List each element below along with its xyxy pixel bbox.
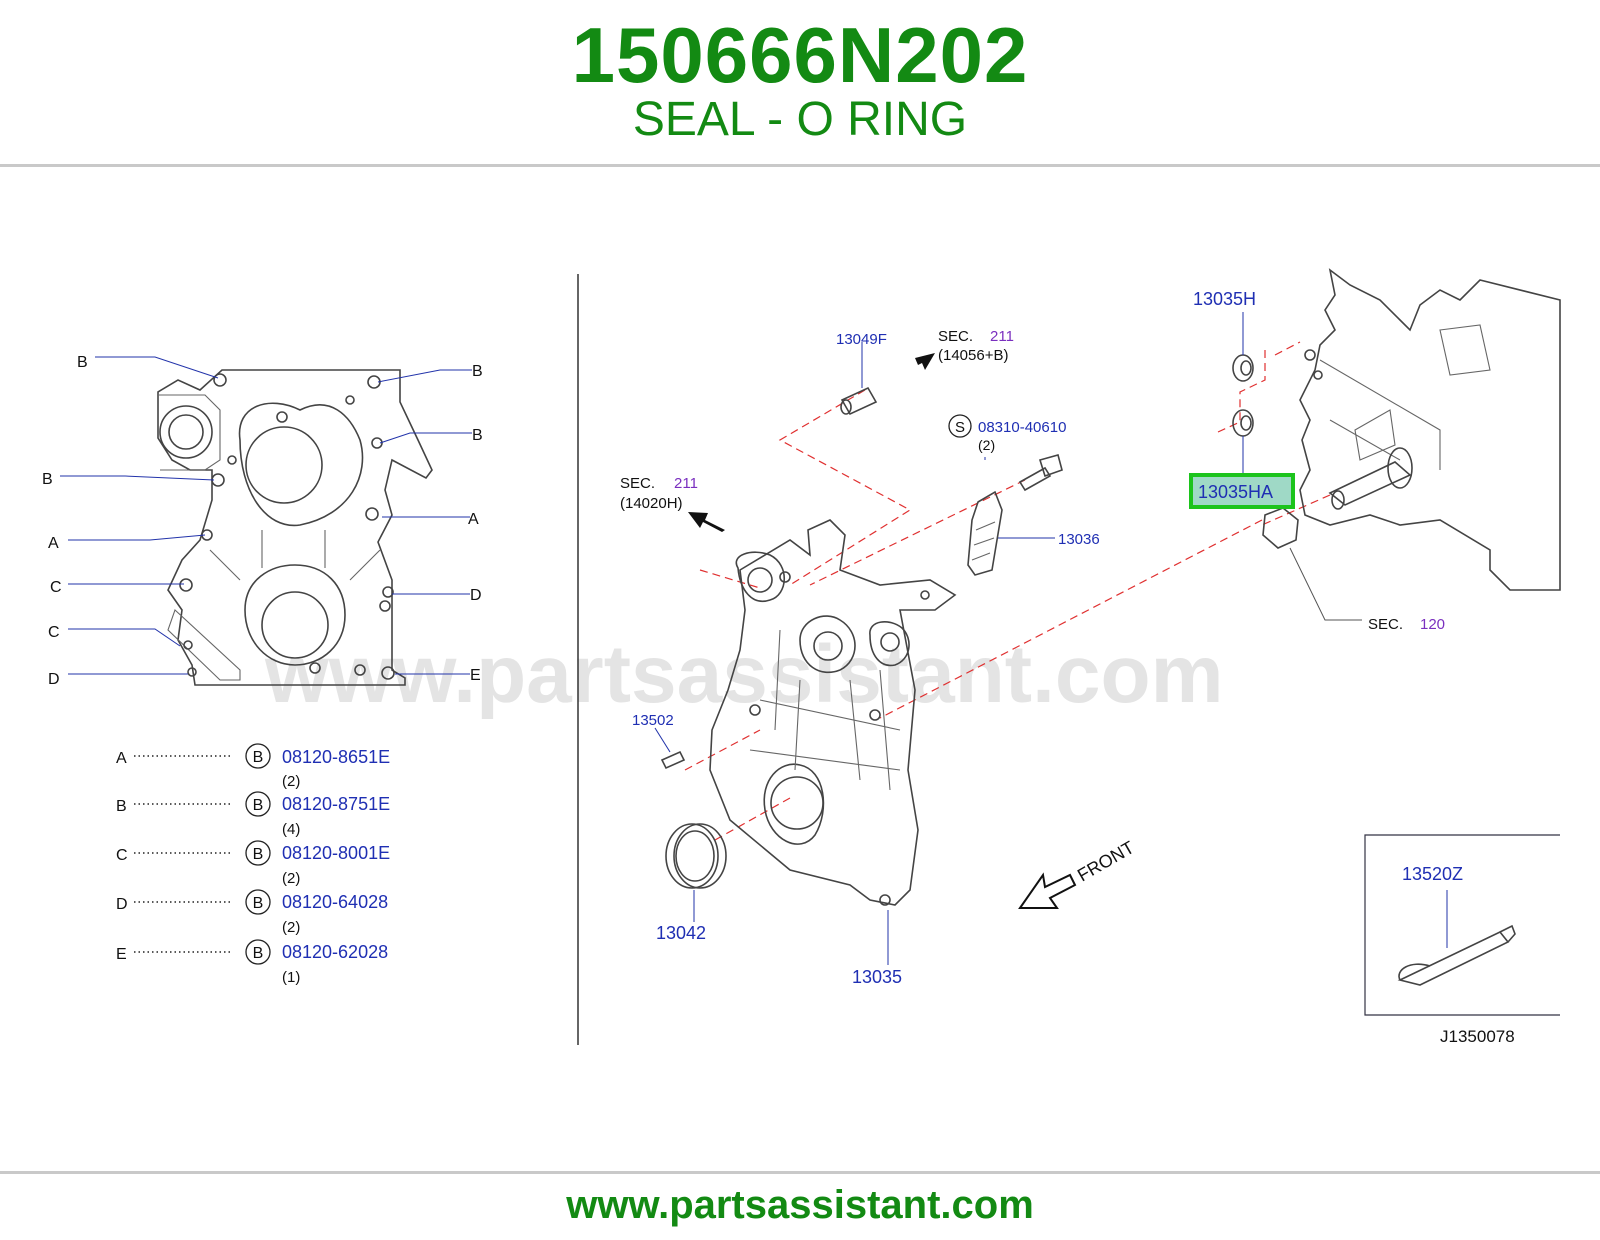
part-number: 150666N202	[571, 11, 1029, 99]
label-a-1: A	[468, 511, 479, 528]
bolt-letter: E	[116, 946, 127, 963]
bolt-part-number[interactable]: 08120-64028	[282, 892, 388, 912]
engine-block	[1299, 268, 1561, 591]
label-d-2: D	[48, 671, 60, 688]
label-b-1: B	[77, 354, 88, 371]
label-c-2: C	[48, 624, 60, 641]
sprocket-sec120	[1262, 507, 1362, 621]
inset-box-13520z	[1364, 834, 1560, 1016]
label-13036[interactable]: 13036	[1058, 531, 1100, 548]
bolt-symbol: B	[253, 945, 264, 962]
label-c-1: C	[50, 579, 62, 596]
bolt-letter: A	[116, 750, 127, 767]
main-panel: 13049F SEC. 211 (14056+B) S 08310-40610 …	[620, 268, 1561, 1046]
bolt-table: A B 08120-8651E (2) B B 08120-8751E (4) …	[116, 743, 390, 986]
label-13502[interactable]: 13502	[632, 712, 674, 729]
pin-13049f	[840, 342, 878, 416]
bolt-part-number[interactable]: 08120-8001E	[282, 843, 390, 863]
assembly-lines	[684, 341, 1331, 841]
label-sec-120-num[interactable]: 120	[1420, 616, 1445, 633]
bolt-qty: (1)	[282, 969, 300, 986]
label-sec-211-b: SEC.	[620, 475, 655, 492]
label-sec-211-b-num[interactable]: 211	[674, 475, 698, 492]
washer-13035h	[1232, 312, 1254, 382]
bolt-qty: (2)	[282, 773, 300, 790]
bolt-part-number[interactable]: 08120-8751E	[282, 794, 390, 814]
oring-13035ha	[1232, 409, 1254, 475]
footer-divider	[0, 1171, 1600, 1174]
label-d-1: D	[470, 587, 482, 604]
bolt-letter: C	[116, 847, 128, 864]
label-08310-40610[interactable]: 08310-40610	[978, 419, 1066, 436]
part-name: SEAL - O RING	[632, 93, 968, 146]
s-symbol-circle	[948, 414, 972, 438]
bolt-row: C B 08120-8001E (2)	[116, 840, 390, 887]
parts-diagram: www.partsassistant.com	[42, 268, 1561, 1046]
footer-url[interactable]: www.partsassistant.com	[566, 1183, 1034, 1227]
bolt-symbol: B	[253, 846, 264, 863]
bolt-08310	[984, 454, 1063, 492]
label-front: FRONT	[1074, 837, 1138, 885]
s-symbol: S	[955, 419, 965, 436]
bolt-part-number[interactable]: 08120-8651E	[282, 747, 390, 767]
header-divider	[0, 164, 1600, 167]
bolt-row: B B 08120-8751E (4)	[116, 791, 390, 838]
label-a-2: A	[48, 535, 59, 552]
bolt-part-number[interactable]: 08120-62028	[282, 942, 388, 962]
label-sec-211-a: SEC.	[938, 328, 973, 345]
oil-seal-13042	[665, 823, 727, 922]
label-b-4: B	[42, 471, 53, 488]
dowel-13502	[654, 727, 686, 770]
label-13035[interactable]: 13035	[852, 967, 902, 987]
label-13035ha[interactable]: 13035HA	[1198, 482, 1273, 502]
bolt-letter: B	[116, 798, 127, 815]
bolt-row: A B 08120-8651E (2)	[116, 743, 390, 790]
arrow-sec211-up	[898, 353, 935, 375]
bolt-qty: (4)	[282, 821, 300, 838]
label-13520z[interactable]: 13520Z	[1402, 864, 1463, 884]
label-sec-211-a-ref: (14056+B)	[938, 347, 1008, 364]
front-arrow	[1018, 872, 1077, 909]
label-sec-211-b-ref: (14020H)	[620, 495, 683, 512]
bolt-qty: (2)	[282, 870, 300, 887]
bolt-symbol: B	[253, 895, 264, 912]
label-13035h[interactable]: 13035H	[1193, 289, 1256, 309]
arrow-sec211-left	[688, 512, 725, 532]
label-08310-qty: (2)	[978, 437, 995, 453]
label-b-3: B	[472, 427, 483, 444]
bolt-symbol: B	[253, 749, 264, 766]
bolt-row: D B 08120-64028 (2)	[116, 889, 388, 936]
bracket-13036	[967, 490, 1055, 576]
left-panel: B B B B A A C D C D E A B 08120-8651E (2…	[42, 354, 483, 986]
highlight-box-13035ha	[1189, 473, 1295, 509]
label-13049f[interactable]: 13049F	[836, 331, 887, 348]
bolt-letter: D	[116, 896, 128, 913]
bolt-symbol: B	[253, 797, 264, 814]
label-sec-211-a-num[interactable]: 211	[990, 328, 1014, 345]
timing-cover-13035	[709, 519, 957, 906]
timing-cover-front-view	[157, 369, 433, 686]
bolt-row: E B 08120-62028 (1)	[116, 939, 388, 986]
page-header: 150666N202 SEAL - O RING	[0, 0, 1600, 170]
left-leader-lines	[60, 356, 472, 675]
label-13042[interactable]: 13042	[656, 923, 706, 943]
label-b-2: B	[472, 363, 483, 380]
label-sec-120: SEC.	[1368, 616, 1403, 633]
label-e-1: E	[470, 667, 481, 684]
bolt-qty: (2)	[282, 919, 300, 936]
diagram-code: J1350078	[1440, 1027, 1515, 1046]
